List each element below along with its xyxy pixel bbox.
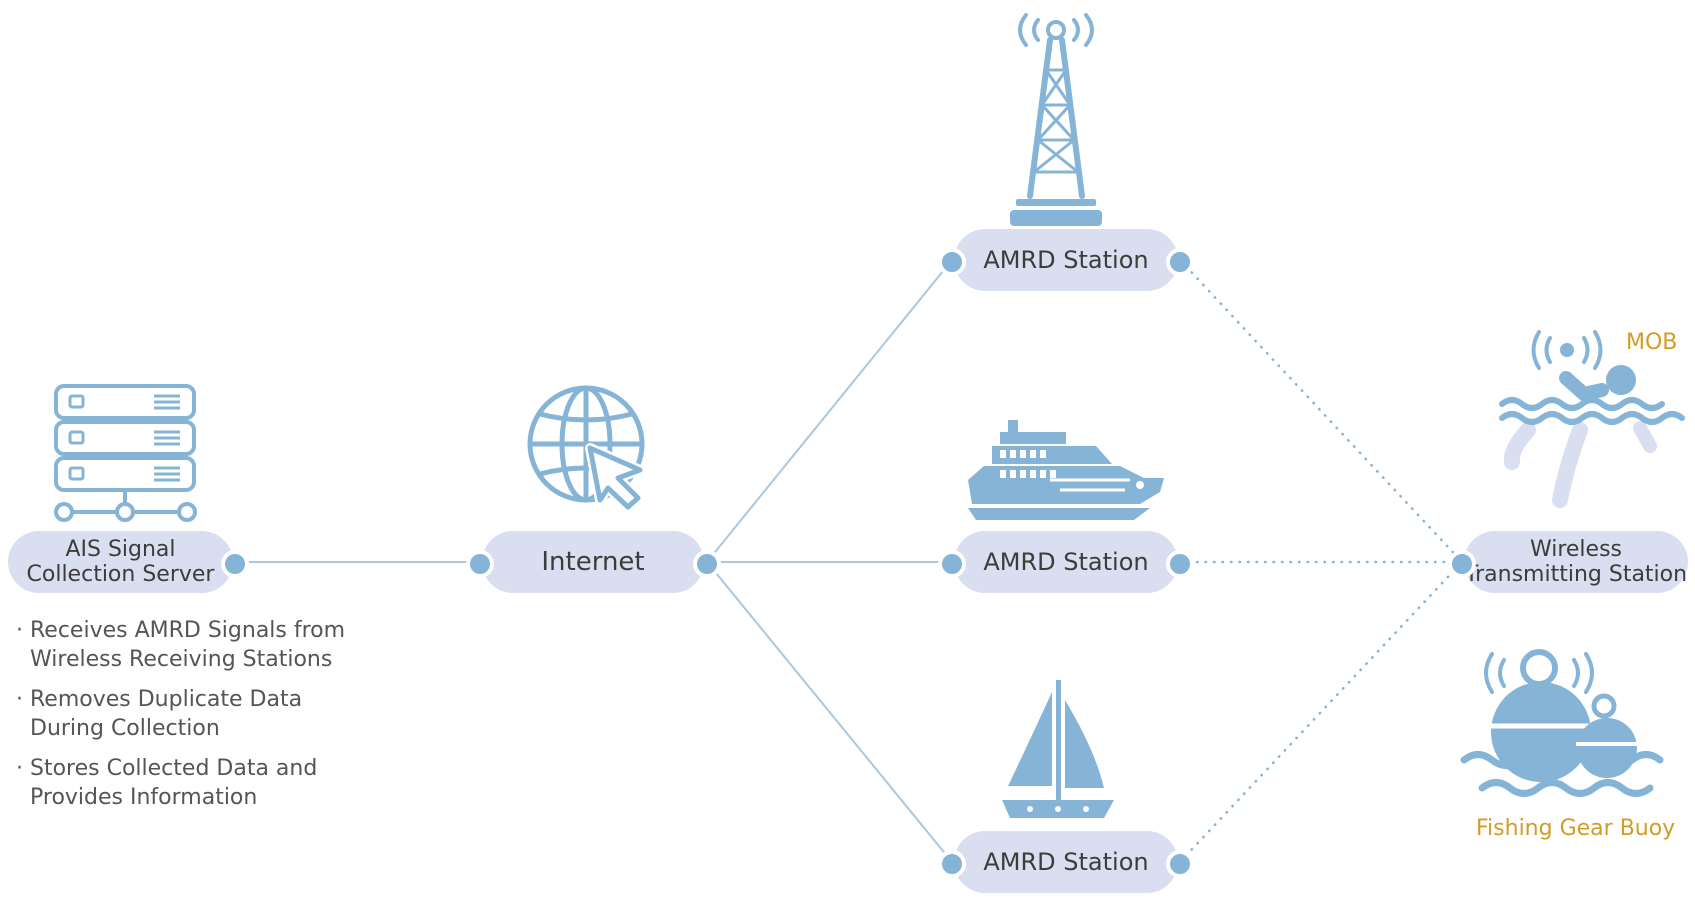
top-station-out-dot	[1166, 248, 1194, 276]
server-label-line1: AIS Signal	[65, 537, 176, 562]
internet-label: Internet	[541, 546, 645, 577]
wireless-station-node[interactable]: Wireless Transmitting Station	[1464, 531, 1688, 593]
mob-label: MOB	[1626, 330, 1678, 355]
cursor-icon	[585, 443, 645, 512]
note-bullet: ·	[16, 618, 23, 643]
internet-top-station-link	[706, 259, 953, 563]
dotted-connectors	[1178, 258, 1464, 864]
middle-station-out-dot	[1166, 550, 1194, 578]
bottom-station-out-dot	[1166, 850, 1194, 878]
server-note-item: · Stores Collected Data and Provides Inf…	[16, 754, 356, 812]
server-notes: · Receives AMRD Signals from Wireless Re…	[16, 616, 356, 823]
note-line: During Collection	[30, 716, 220, 741]
server-label-line2: Collection Server	[26, 562, 215, 587]
wireless-label-line2: Transmitting Station	[1464, 562, 1688, 587]
note-bullet: ·	[16, 756, 23, 781]
fishing-buoy-label: Fishing Gear Buoy	[1476, 816, 1676, 841]
note-line: Wireless Receiving Stations	[30, 647, 333, 672]
internet-bottom-station-link	[706, 561, 953, 863]
note-line: Receives AMRD Signals from	[30, 618, 346, 643]
ship-icon	[968, 420, 1164, 520]
amrd-station-bottom-label: AMRD Station	[983, 847, 1149, 876]
note-line: Provides Information	[30, 785, 258, 810]
note-line: Stores Collected Data and	[30, 756, 318, 781]
server-port-dot	[221, 550, 249, 578]
wireless-label-line1: Wireless	[1529, 537, 1623, 562]
note-bullet: ·	[16, 687, 23, 712]
man-overboard-icon	[1499, 330, 1685, 508]
top-station-wireless-link	[1178, 258, 1464, 564]
top-station-in-dot	[938, 248, 966, 276]
internet-node[interactable]: Internet	[482, 531, 704, 593]
fishing-buoy-icon	[1460, 649, 1664, 797]
solid-connectors	[235, 259, 953, 863]
bottom-station-wireless-link	[1178, 560, 1464, 864]
middle-station-in-dot	[938, 550, 966, 578]
wireless-in-dot	[1448, 550, 1476, 578]
amrd-station-bottom[interactable]: AMRD Station	[954, 831, 1178, 893]
amrd-station-top[interactable]: AMRD Station	[954, 229, 1178, 291]
bottom-station-in-dot	[938, 850, 966, 878]
server-icon	[54, 384, 197, 522]
internet-in-dot	[466, 550, 494, 578]
amrd-station-middle-label: AMRD Station	[983, 547, 1149, 576]
server-note-item: · Removes Duplicate Data During Collecti…	[16, 685, 356, 743]
radio-tower-icon	[1010, 13, 1102, 226]
internet-out-dot	[693, 550, 721, 578]
amrd-station-middle[interactable]: AMRD Station	[954, 531, 1178, 593]
amrd-station-top-label: AMRD Station	[983, 245, 1149, 274]
sailboat-icon	[1002, 680, 1114, 818]
server-note-item: · Receives AMRD Signals from Wireless Re…	[16, 616, 356, 674]
server-node[interactable]: AIS Signal Collection Server	[8, 531, 233, 593]
note-line: Removes Duplicate Data	[30, 687, 303, 712]
